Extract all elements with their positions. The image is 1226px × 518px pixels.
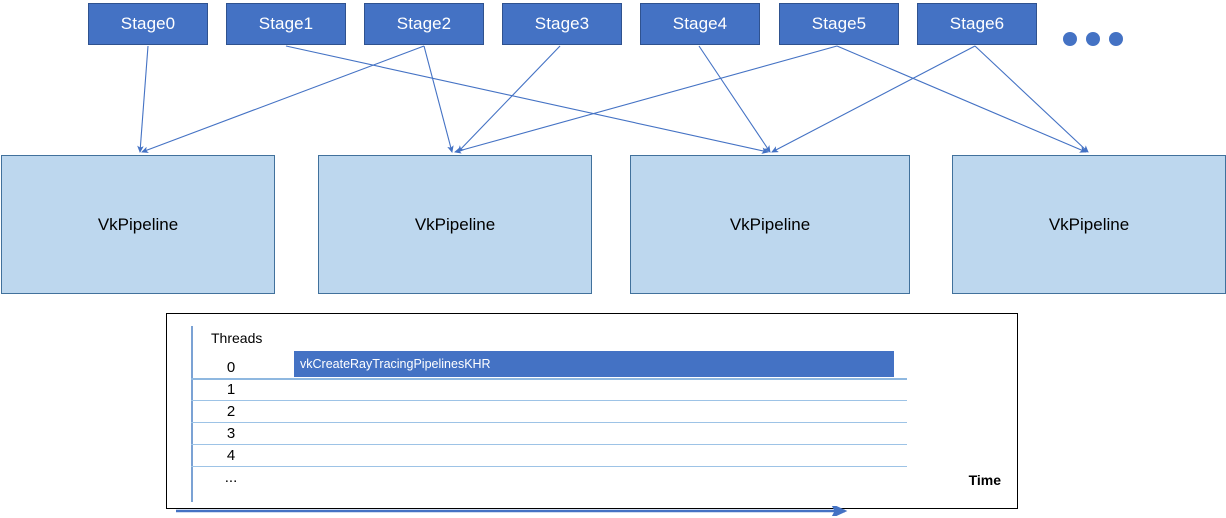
thread-row-label-1: 1	[226, 381, 236, 398]
timeline-bar-0[interactable]: vkCreateRayTracingPipelinesKHR	[294, 351, 894, 377]
threads-header-label: Threads	[211, 330, 263, 346]
arrow-stage2-to-pipeline1	[423, 45, 454, 153]
thread-row-line-3	[191, 444, 907, 445]
stage-box-4[interactable]: Stage4	[640, 3, 760, 45]
ellipsis-dot-3	[1109, 32, 1123, 46]
stage-box-1[interactable]: Stage1	[226, 3, 346, 45]
thread-row-label-4: 4	[226, 447, 236, 464]
stage-box-3[interactable]: Stage3	[502, 3, 622, 45]
arrow-stage1-to-pipeline2	[285, 45, 769, 154]
stage-box-2[interactable]: Stage2	[364, 3, 484, 45]
arrow-stage2-to-pipeline0	[141, 45, 425, 153]
threads-axis-line	[191, 326, 193, 502]
stage-box-6[interactable]: Stage6	[917, 3, 1037, 45]
arrow-stage4-to-pipeline2	[698, 45, 771, 153]
vkpipeline-box-0[interactable]: VkPipeline	[1, 155, 275, 294]
ellipsis-dot-2	[1086, 32, 1100, 46]
arrow-stage6-to-pipeline2	[771, 45, 976, 153]
vkpipeline-box-1[interactable]: VkPipeline	[318, 155, 592, 294]
arrow-stage6-to-pipeline3	[974, 45, 1089, 153]
stage-box-5[interactable]: Stage5	[779, 3, 899, 45]
thread-row-line-0	[191, 378, 907, 380]
thread-row-label-0: 0	[226, 359, 236, 376]
arrow-stage5-to-pipeline3	[836, 45, 1087, 153]
thread-row-label-3: 3	[226, 425, 236, 442]
stage-box-0[interactable]: Stage0	[88, 3, 208, 45]
vkpipeline-box-2[interactable]: VkPipeline	[630, 155, 910, 294]
thread-row-line-1	[191, 400, 907, 401]
arrow-stage5-to-pipeline1	[454, 45, 838, 154]
ellipsis-dot-1	[1063, 32, 1077, 46]
arrow-stage3-to-pipeline1	[457, 45, 561, 153]
time-axis-label: Time	[968, 472, 1001, 488]
thread-row-line-2	[191, 422, 907, 423]
thread-timeline-panel: Threads 0 1 2 3 4... vkCreateRayTracingPipel…	[166, 313, 1018, 509]
thread-row-label-5: ...	[224, 469, 238, 486]
thread-row-label-2: 2	[226, 403, 236, 420]
vkpipeline-box-3[interactable]: VkPipeline	[952, 155, 1226, 294]
ellipsis-dots-icon	[1063, 32, 1123, 46]
time-axis-arrow	[176, 506, 848, 516]
arrow-stage0-to-pipeline0	[137, 45, 149, 153]
thread-row-line-4	[191, 466, 907, 467]
